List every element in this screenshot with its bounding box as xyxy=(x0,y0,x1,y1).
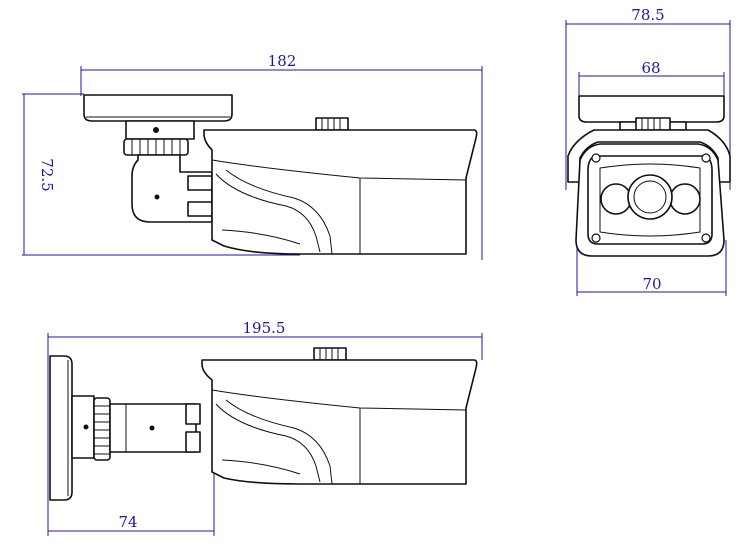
dim-label-height: 72.5 xyxy=(38,158,56,191)
ir-led-right-icon xyxy=(669,183,701,215)
dimension-195-5: 195.5 xyxy=(47,319,483,536)
adjust-knob-top xyxy=(315,117,349,131)
side-view-top: 182 72.5 xyxy=(22,52,483,260)
front-screw-tr-icon xyxy=(701,153,711,163)
bottom-housing-visor-line xyxy=(211,389,467,411)
mount-plate xyxy=(83,94,233,122)
neck-screw-icon xyxy=(153,127,159,133)
dimension-72-5: 72.5 xyxy=(22,93,300,256)
bottom-camera-housing xyxy=(201,359,478,485)
housing-visor-line xyxy=(211,159,467,181)
front-screw-bl-icon xyxy=(591,233,601,243)
dim-label-length: 182 xyxy=(268,52,297,70)
camera-housing xyxy=(203,129,478,255)
front-screw-tl-icon xyxy=(591,153,601,163)
front-view: 78.5 68 70 xyxy=(565,6,731,296)
wall-plate xyxy=(49,355,73,501)
main-lens-icon xyxy=(627,174,673,220)
bottom-housing-contour-outer xyxy=(215,403,321,483)
dim-label-bracket-depth: 74 xyxy=(118,513,137,531)
bottom-bracket-screw-icon xyxy=(149,425,155,431)
bottom-housing-bottom-line xyxy=(221,459,301,475)
front-knob xyxy=(635,117,671,131)
dim-label-body-width: 70 xyxy=(642,275,661,293)
adjust-knob-bottom xyxy=(313,347,347,361)
front-window xyxy=(599,163,701,237)
dim-label-length: 195.5 xyxy=(243,319,286,337)
knurled-ring xyxy=(123,138,189,156)
front-screw-br-icon xyxy=(701,233,711,243)
bottom-bracket-tab-upper xyxy=(185,403,201,425)
ir-led-left-icon xyxy=(600,183,632,215)
front-mount-plate xyxy=(578,95,725,123)
bracket-screw-icon xyxy=(154,194,160,200)
dim-label-mount-width: 68 xyxy=(641,59,660,77)
bracket-tab-upper xyxy=(187,175,213,191)
dim-label-overall-width: 78.5 xyxy=(631,6,664,24)
housing-contour-outer xyxy=(215,173,321,253)
dimension-68: 68 xyxy=(578,59,725,96)
bottom-knurled-ring xyxy=(93,397,111,461)
side-view-bottom: 195.5 74 xyxy=(47,319,483,536)
main-lens-inner-icon xyxy=(633,180,667,214)
bracket-tab-lower xyxy=(187,201,213,217)
dimension-182: 182 xyxy=(80,52,483,260)
bottom-neck xyxy=(71,395,95,459)
housing-bottom-line xyxy=(221,229,301,245)
mount-neck xyxy=(125,120,195,140)
dimension-70: 70 xyxy=(576,240,727,296)
housing-contour-inner xyxy=(225,169,333,255)
bottom-neck-screw-icon xyxy=(83,424,89,430)
bottom-bracket-tab-lower xyxy=(185,431,201,453)
bottom-housing-contour-inner xyxy=(225,399,333,485)
